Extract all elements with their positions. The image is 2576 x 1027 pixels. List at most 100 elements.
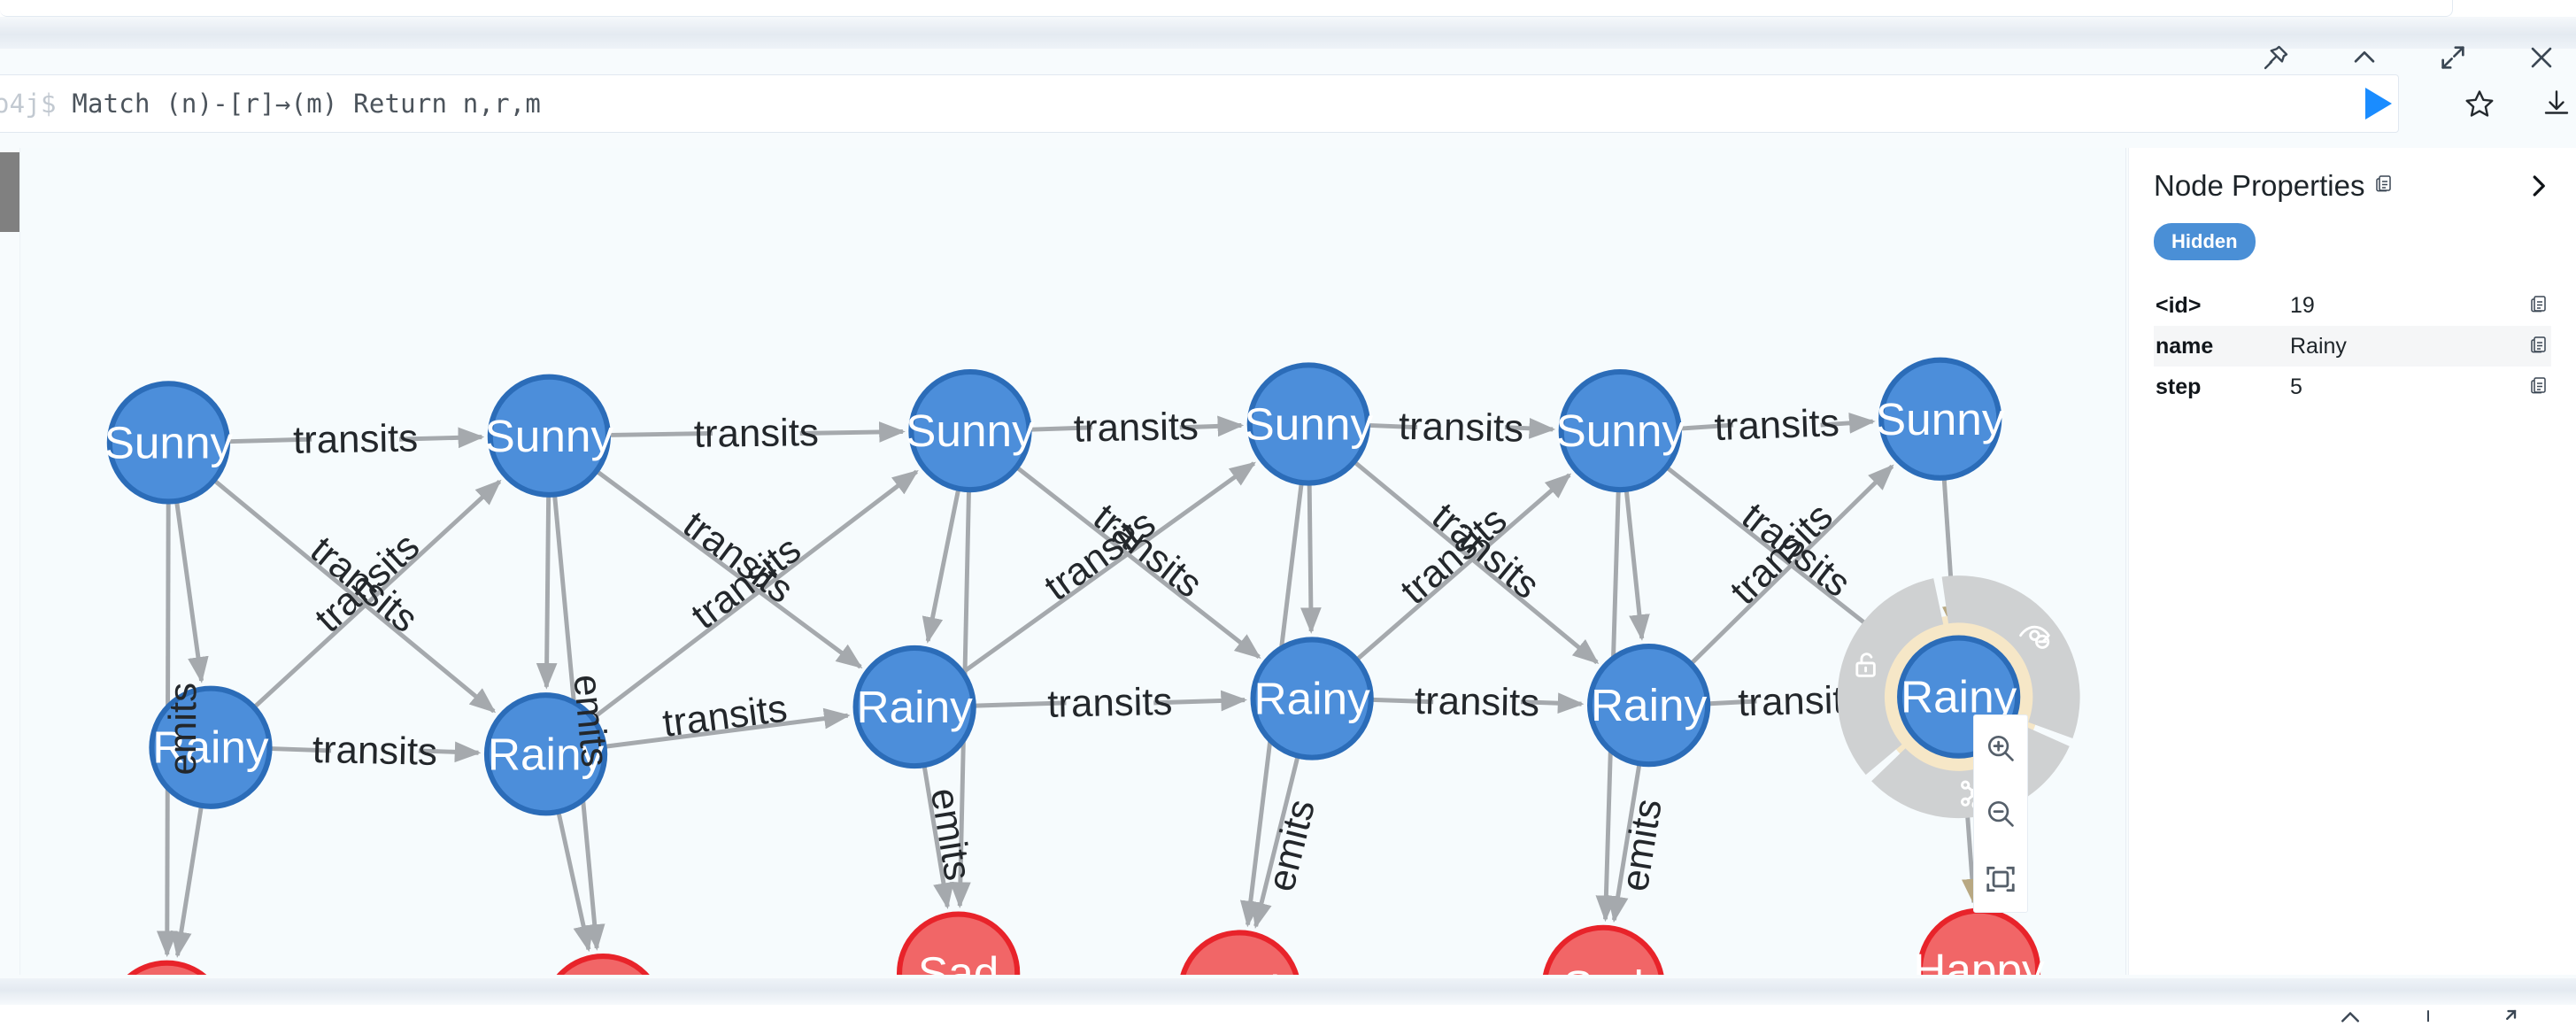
edge-label: transits (1398, 405, 1523, 451)
copy-icon[interactable] (2508, 285, 2551, 326)
graph-node[interactable]: Sad (1545, 928, 1662, 975)
copy-icon[interactable] (2508, 367, 2551, 407)
node-label: Sunny (1876, 394, 2005, 444)
graph-node[interactable]: Happy (1913, 911, 2045, 975)
property-key: <id> (2154, 285, 2289, 326)
collapse-icon[interactable] (2346, 39, 2383, 76)
query-text: Match (n)-[r]→(m) Return n,r,m (72, 89, 541, 119)
fit-to-screen-icon[interactable] (1974, 846, 2027, 912)
graph-edge[interactable] (177, 807, 201, 955)
previous-card-edge (0, 0, 2453, 17)
node-label: Sad (918, 948, 999, 975)
graph-node[interactable]: Rainy (1590, 646, 1708, 764)
property-key: name (2154, 326, 2289, 367)
favorite-button[interactable] (2450, 74, 2509, 133)
graph-node[interactable]: Sunny (1245, 365, 1374, 483)
expand-icon[interactable] (2434, 39, 2472, 76)
query-prompt: o4j$ (0, 89, 72, 119)
property-key: step (2154, 367, 2289, 407)
edge-label: transits (1415, 679, 1540, 725)
graph-node[interactable]: Happy (537, 956, 669, 975)
node-label: Rainy (1591, 680, 1708, 730)
graph-edge[interactable] (177, 503, 202, 681)
graph-node[interactable]: Sunny (1876, 360, 2005, 478)
graph-node[interactable]: Rainy (1253, 639, 1371, 757)
table-row: <id>19 (2154, 285, 2551, 326)
node-label: Rainy (857, 682, 974, 732)
status-badge[interactable]: Hidden (2154, 223, 2256, 260)
page-title: Node Properties (2154, 171, 2364, 200)
edge-label: emits (161, 683, 204, 776)
property-value: 19 (2289, 285, 2508, 326)
expand-icon-peek[interactable] (2493, 1008, 2519, 1027)
card-window-tools (2257, 35, 2560, 80)
copy-icon[interactable] (2508, 326, 2551, 367)
graph-node[interactable]: Sad (899, 915, 1017, 975)
copy-all-icon[interactable] (2373, 173, 2395, 198)
play-icon (2365, 88, 2392, 120)
graph-node[interactable]: Sad (1181, 932, 1299, 975)
download-button[interactable] (2527, 74, 2576, 133)
edge-label: transits (694, 411, 820, 456)
node-circle[interactable] (108, 963, 226, 975)
property-value: Rainy (2289, 326, 2508, 367)
graph-edge[interactable] (1626, 491, 1641, 638)
zoom-controls (1973, 714, 2028, 913)
edge-label: transits (312, 728, 437, 774)
node-label: Sunny (104, 417, 234, 467)
graph-edge[interactable] (546, 497, 548, 687)
edge-label: transits (1073, 405, 1199, 451)
graph-node[interactable]: Sunny (485, 377, 614, 495)
node-circle[interactable] (544, 956, 662, 975)
edge-label: transits (660, 686, 790, 745)
left-edge-tab (0, 152, 19, 232)
node-label: Rainy (1253, 674, 1370, 724)
close-icon[interactable] (2523, 39, 2560, 76)
node-label: Sad (1199, 967, 1280, 975)
graph-node[interactable]: Sunny (1555, 372, 1685, 490)
edge-label: emits (1259, 795, 1323, 895)
node-label: Happy (1913, 945, 2045, 975)
pin-icon-peek[interactable] (2415, 1008, 2441, 1027)
next-card-tools-peek (2337, 1008, 2576, 1027)
star-icon (2464, 88, 2495, 120)
run-query-button[interactable] (2350, 74, 2407, 133)
edge-label: transits (1714, 401, 1840, 449)
edge-label: emits (922, 785, 980, 884)
edge-label: emits (565, 673, 616, 769)
node-labels: Hidden (2154, 223, 2551, 260)
download-icon (2541, 88, 2572, 120)
node-label: Sunny (906, 405, 1035, 456)
property-value: 5 (2289, 367, 2508, 407)
properties-header: Node Properties (2154, 171, 2551, 204)
zoom-out-icon[interactable] (1974, 781, 2027, 846)
graph-edge[interactable] (1309, 484, 1311, 631)
edge-label: transits (1047, 680, 1173, 726)
card-divider-bottom (0, 978, 2576, 1005)
node-label: Sunny (1555, 405, 1685, 456)
node-label: Sunny (485, 411, 614, 461)
graph-node[interactable]: Sunny (104, 383, 234, 501)
node-label: Sunny (1245, 398, 1374, 449)
graph-node[interactable]: Rainy (856, 648, 974, 766)
pin-icon[interactable] (2257, 39, 2294, 76)
edge-label: emits (1613, 796, 1670, 894)
graph-node[interactable]: Sunny (906, 372, 1035, 490)
graph-node[interactable]: Happy (101, 963, 233, 975)
query-input[interactable]: o4j$ Match (n)-[r]→(m) Return n,r,m (0, 74, 2399, 133)
graph-edge[interactable] (928, 490, 958, 641)
close-icon-peek[interactable] (2571, 1008, 2576, 1027)
edge-label: transits (293, 416, 419, 461)
collapse-panel-chevron-right-icon[interactable] (2525, 171, 2551, 204)
zoom-in-icon[interactable] (1974, 715, 2027, 781)
node-label: Sad (1563, 961, 1644, 975)
card-divider-top (0, 17, 2576, 49)
collapse-icon-peek[interactable] (2337, 1008, 2364, 1027)
next-card-edge (0, 1005, 2576, 1022)
